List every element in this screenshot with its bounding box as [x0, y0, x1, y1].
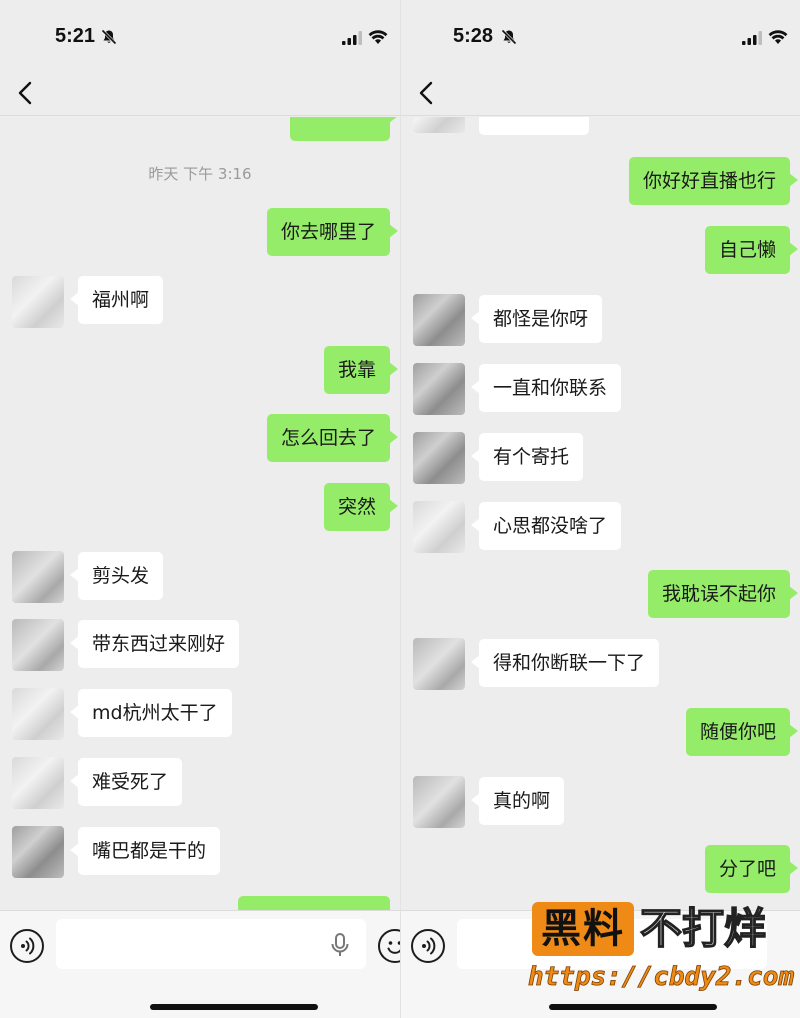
message-bubble-incoming[interactable]: 剪头发	[69, 552, 164, 600]
nav-bar	[401, 72, 800, 116]
watermark-text: 不打烊	[639, 903, 767, 954]
message-list[interactable]: 你好好直播也行 自己懒 都怪是你呀 一直和你联系 有个寄托 心思都没啥了 我耽误…	[401, 117, 800, 910]
contact-avatar[interactable]	[413, 501, 465, 553]
message-bubble-incoming[interactable]: 嘴巴都是干的	[69, 827, 221, 875]
microphone-icon[interactable]	[330, 933, 350, 957]
message-bubble-outgoing[interactable]: 我靠	[323, 346, 399, 394]
input-bar	[0, 910, 400, 1018]
partial-message-bubble	[238, 896, 390, 910]
message-bubble-incoming[interactable]: 难受死了	[69, 758, 183, 806]
message-bubble-incoming[interactable]: 都怪是你呀	[470, 295, 603, 343]
watermark-badge: 黑料	[532, 902, 634, 956]
bell-muted-icon	[501, 29, 517, 45]
status-bar: 5:21	[0, 0, 400, 72]
signal-icon	[342, 31, 362, 45]
site-watermark: 黑料 不打烊 https://cbdy2.com	[524, 900, 795, 1008]
contact-avatar[interactable]	[12, 826, 64, 878]
message-bubble-incoming[interactable]: 得和你断联一下了	[470, 639, 660, 687]
wifi-icon	[368, 30, 388, 44]
message-bubble-incoming[interactable]: 心思都没啥了	[470, 502, 622, 550]
message-bubble-incoming[interactable]: 福州啊	[69, 276, 164, 324]
message-bubble-incoming[interactable]: 真的啊	[470, 777, 565, 825]
message-bubble-outgoing[interactable]: 自己懒	[704, 226, 799, 274]
status-time: 5:28	[453, 25, 494, 47]
message-bubble-incoming[interactable]: 带东西过来刚好	[69, 620, 240, 668]
smiley-icon	[387, 941, 400, 954]
contact-avatar	[413, 117, 465, 133]
home-indicator	[549, 1004, 717, 1010]
partial-message-bubble	[290, 117, 398, 141]
message-bubble-outgoing[interactable]: 分了吧	[704, 845, 799, 893]
contact-avatar[interactable]	[413, 776, 465, 828]
status-bar: 5:28	[401, 0, 800, 72]
bell-muted-icon	[101, 29, 117, 45]
message-bubble-outgoing[interactable]: 我耽误不起你	[647, 570, 799, 618]
message-bubble-outgoing[interactable]: 随便你吧	[685, 708, 799, 756]
chat-screen-right: 5:28 你好好直播也行 自己懒 都怪是你呀 一	[400, 0, 800, 1018]
message-bubble-outgoing[interactable]: 你去哪里了	[266, 208, 399, 256]
voice-toggle-button[interactable]	[10, 929, 44, 963]
wifi-icon	[768, 30, 788, 44]
message-bubble-outgoing[interactable]: 你好好直播也行	[628, 157, 799, 205]
chat-screen-left: 5:21 昨天 下午 3:16 你去哪里了 福州啊 我靠 怎	[0, 0, 400, 1018]
contact-avatar[interactable]	[12, 276, 64, 328]
contact-avatar[interactable]	[413, 294, 465, 346]
voice-toggle-button[interactable]	[411, 929, 445, 963]
message-bubble-incoming[interactable]: 有个寄托	[470, 433, 584, 481]
signal-icon	[742, 31, 762, 45]
voice-wave-icon	[21, 937, 35, 955]
contact-avatar[interactable]	[413, 638, 465, 690]
message-bubble-outgoing[interactable]: 突然	[323, 483, 399, 531]
message-bubble-outgoing[interactable]: 怎么回去了	[266, 414, 399, 462]
message-bubble-incoming[interactable]: md杭州太干了	[70, 689, 232, 737]
contact-avatar[interactable]	[413, 363, 465, 415]
contact-avatar[interactable]	[413, 432, 465, 484]
back-chevron-icon[interactable]	[16, 80, 34, 106]
contact-avatar[interactable]	[12, 619, 64, 671]
voice-wave-icon	[422, 937, 436, 955]
emoji-button[interactable]	[378, 929, 400, 963]
message-bubble-incoming[interactable]: 一直和你联系	[470, 364, 622, 412]
nav-bar	[0, 72, 400, 116]
message-input[interactable]	[56, 919, 366, 969]
message-list[interactable]: 昨天 下午 3:16 你去哪里了 福州啊 我靠 怎么回去了 突然 剪头发 带东西…	[0, 117, 400, 910]
message-timestamp: 昨天 下午 3:16	[148, 165, 252, 183]
contact-avatar[interactable]	[12, 688, 64, 740]
contact-avatar[interactable]	[12, 757, 64, 809]
contact-avatar[interactable]	[12, 551, 64, 603]
back-chevron-icon[interactable]	[417, 80, 435, 106]
partial-message-bubble	[479, 117, 589, 135]
status-time: 5:21	[55, 25, 96, 47]
watermark-url: https://cbdy2.com	[528, 962, 795, 993]
home-indicator	[150, 1004, 318, 1010]
